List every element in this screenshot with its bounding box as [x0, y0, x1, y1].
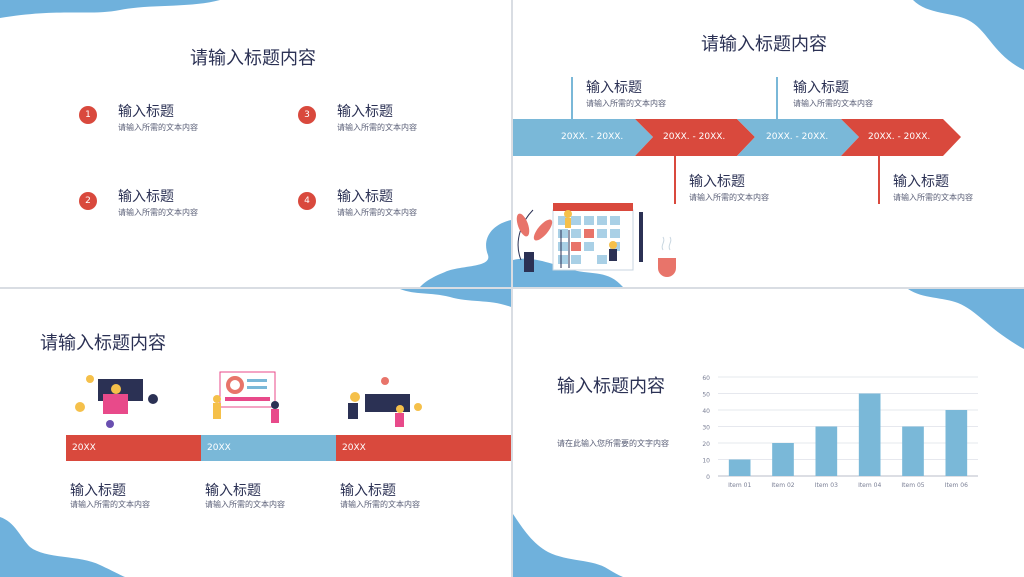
connector-line — [674, 156, 676, 204]
meeting-illustration — [348, 377, 422, 427]
calendar-illustration — [513, 203, 676, 287]
item-text: 请输入所需的文本内容 — [337, 208, 417, 217]
x-tick-label: Item 05 — [901, 482, 924, 489]
bottom-left-blob — [0, 517, 125, 577]
item-text: 请输入所需的文本内容 — [893, 193, 973, 202]
team-illustration — [75, 375, 158, 428]
slide-3[interactable]: 请输入标题内容 20XX 20XX 20XX 输入标题 请输入所需的文本内容 输… — [0, 289, 511, 577]
item-text: 请输入所需的文本内容 — [70, 500, 150, 509]
bar — [728, 459, 751, 476]
connector-line — [878, 156, 880, 204]
timeline-label: 20XX. - 20XX. — [766, 132, 829, 142]
item-heading: 输入标题 — [118, 104, 174, 120]
presentation-illustration — [213, 371, 279, 423]
connector-line — [776, 77, 778, 119]
number-badge: 4 — [298, 192, 316, 210]
number-badge: 1 — [79, 106, 97, 124]
item-heading: 输入标题 — [689, 174, 745, 190]
item-heading: 输入标题 — [70, 483, 126, 499]
item-heading: 输入标题 — [118, 189, 174, 205]
slide-title: 请输入标题内容 — [190, 48, 316, 69]
item-text: 请输入所需的文本内容 — [586, 99, 666, 108]
number-badge: 2 — [79, 192, 97, 210]
y-tick-label: 0 — [706, 474, 710, 481]
item-text: 请输入所需的文本内容 — [337, 123, 417, 132]
y-tick-label: 60 — [702, 375, 710, 382]
x-tick-label: Item 03 — [815, 482, 838, 489]
item-heading: 输入标题 — [205, 483, 261, 499]
item-text: 请输入所需的文本内容 — [118, 123, 198, 132]
x-tick-label: Item 02 — [771, 482, 794, 489]
item-heading: 输入标题 — [337, 104, 393, 120]
y-tick-label: 40 — [702, 408, 710, 415]
slide-title: 输入标题内容 — [557, 376, 665, 397]
timeline-label: 20XX. - 20XX. — [663, 132, 726, 142]
item-text: 请输入所需的文本内容 — [205, 500, 285, 509]
y-tick-label: 10 — [702, 458, 710, 465]
bar — [902, 426, 924, 476]
body-text: 请在此输入您所需要的文字内容 — [557, 439, 669, 448]
bar — [858, 393, 881, 476]
y-tick-label: 50 — [702, 392, 710, 399]
bottom-left-blob — [513, 514, 623, 577]
x-tick-label: Item 06 — [945, 482, 968, 489]
year-band: 20XX — [66, 435, 201, 461]
x-tick-label: Item 04 — [858, 482, 881, 489]
item-heading: 输入标题 — [586, 80, 642, 96]
slide-2[interactable]: 请输入标题内容 20XX. - 20XX. 20XX. - 20XX. 20XX… — [513, 0, 1024, 287]
x-tick-label: Item 01 — [728, 482, 751, 489]
slide-1[interactable]: 请输入标题内容 1 输入标题 请输入所需的文本内容 2 输入标题 请输入所需的文… — [0, 0, 511, 287]
year-band: 20XX — [336, 435, 511, 461]
bar — [945, 410, 968, 476]
timeline-label: 20XX. - 20XX. — [561, 132, 624, 142]
item-text: 请输入所需的文本内容 — [689, 193, 769, 202]
year-band: 20XX — [201, 435, 336, 461]
item-text: 请输入所需的文本内容 — [118, 208, 198, 217]
timeline-arrows — [513, 119, 961, 156]
bottom-right-blob — [420, 220, 511, 287]
top-right-blob — [908, 289, 1024, 349]
top-right-blob — [400, 289, 511, 307]
y-tick-label: 30 — [702, 425, 710, 432]
top-wave-decoration — [0, 0, 220, 18]
number-badge: 3 — [298, 106, 316, 124]
connector-line — [571, 77, 573, 119]
item-text: 请输入所需的文本内容 — [793, 99, 873, 108]
item-heading: 输入标题 — [337, 189, 393, 205]
y-tick-label: 20 — [702, 441, 710, 448]
item-heading: 输入标题 — [893, 174, 949, 190]
item-heading: 输入标题 — [793, 80, 849, 96]
top-right-blob — [913, 0, 1024, 70]
bar — [815, 426, 838, 476]
item-heading: 输入标题 — [340, 483, 396, 499]
bar — [772, 443, 794, 476]
slide-title: 请输入标题内容 — [40, 333, 166, 354]
item-text: 请输入所需的文本内容 — [340, 500, 420, 509]
timeline-label: 20XX. - 20XX. — [868, 132, 931, 142]
slide-title: 请输入标题内容 — [701, 34, 827, 55]
